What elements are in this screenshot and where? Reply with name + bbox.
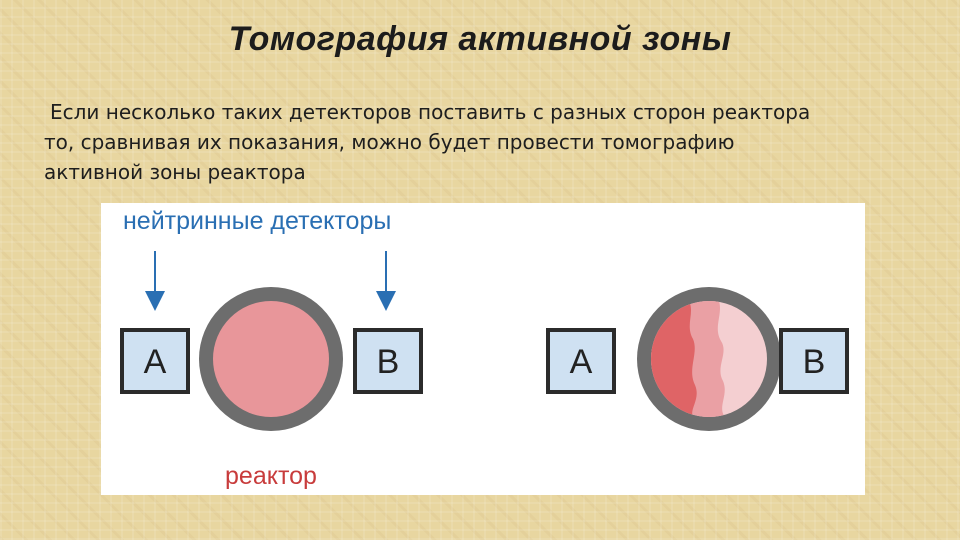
detectors-label: нейтринные детекторы (123, 207, 391, 235)
reactor-uniform (199, 287, 343, 431)
reactor-label: реактор (225, 462, 317, 490)
slide-title: Томография активной зоны (228, 20, 732, 58)
detector-a-label-right: A (570, 343, 593, 381)
detector-a-label: A (144, 343, 167, 381)
detector-b-label: B (377, 343, 400, 381)
detector-a-left: A (120, 328, 190, 394)
detector-a-right: A (546, 328, 616, 394)
detector-b-right: B (779, 328, 849, 394)
body-line-2: то, сравнивая их показания, можно будет … (44, 130, 735, 154)
body-line-3: активной зоны реактора (44, 160, 306, 184)
body-line-1: Если несколько таких детекторов поставит… (50, 100, 811, 124)
body-text: Если несколько таких детекторов поставит… (44, 97, 924, 187)
reactor-nonuniform (637, 287, 781, 431)
detector-b-label-right: B (803, 343, 826, 381)
detector-b-left: B (353, 328, 423, 394)
tomography-diagram: нейтринные детекторы A B реактор A (101, 203, 865, 495)
